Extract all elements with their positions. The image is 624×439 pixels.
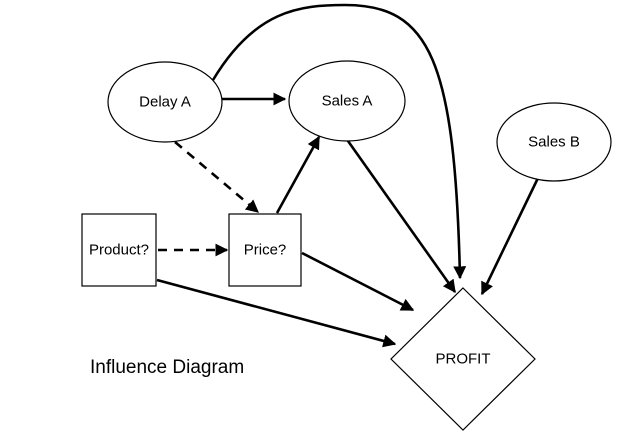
node-sales-b: Sales B [496, 102, 612, 182]
node-profit: PROFIT [390, 287, 536, 431]
edges [156, 3, 540, 348]
sales-a-label: Sales A [322, 93, 373, 110]
profit-diamond [390, 287, 536, 431]
sales-b-ellipse [496, 102, 612, 182]
edge-price-to-profit [301, 251, 415, 312]
edge-delay-a-to-price [174, 141, 259, 213]
sales-b-label: Sales B [528, 134, 580, 151]
sales-a-ellipse [288, 60, 406, 142]
delay-a-label: Delay A [139, 94, 191, 111]
price-box [228, 213, 302, 287]
profit-label: PROFIT [436, 351, 491, 368]
edge-sales-b-to-profit [480, 177, 540, 296]
node-product: Product? [81, 213, 157, 287]
node-price: Price? [228, 213, 302, 287]
product-box [81, 213, 157, 287]
edge-delay-a-to-profit [211, 3, 467, 280]
diagram-caption: Influence Diagram [90, 357, 244, 378]
edge-product-to-profit [156, 278, 397, 348]
price-label: Price? [244, 242, 287, 259]
node-delay-a: Delay A [107, 61, 223, 143]
node-sales-a: Sales A [288, 60, 406, 142]
product-label: Product? [89, 242, 149, 259]
edge-price-to-sales-a [275, 135, 321, 214]
edge-sales-a-to-profit [346, 140, 457, 294]
delay-a-ellipse [107, 61, 223, 143]
